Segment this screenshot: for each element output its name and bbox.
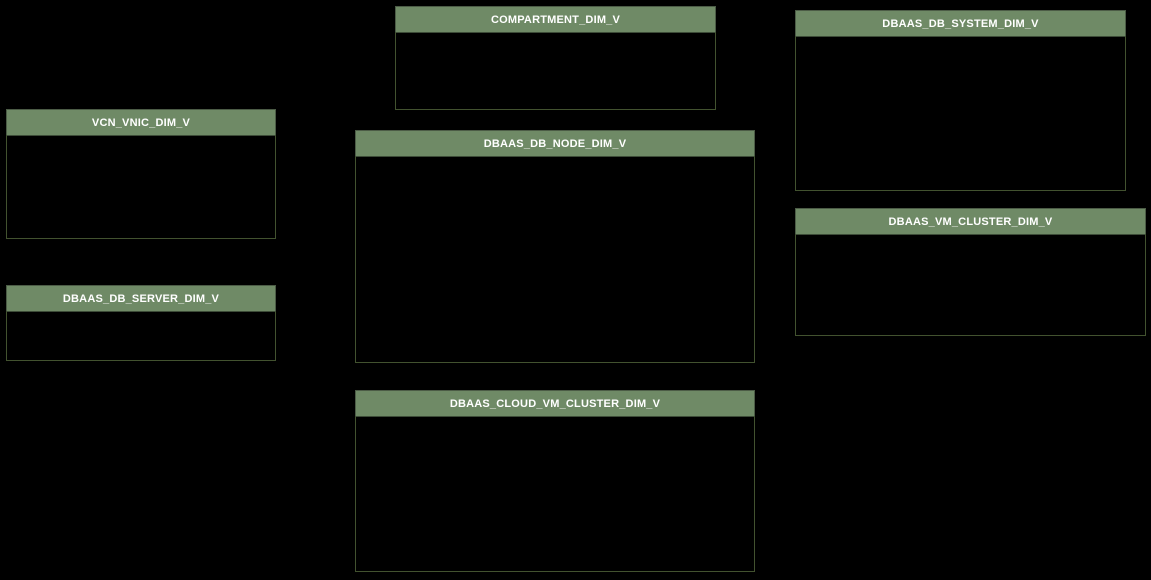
entity-columns-panel [795,234,1146,336]
entity-title[interactable]: DBAAS_VM_CLUSTER_DIM_V [795,208,1146,234]
entity-box[interactable]: DBAAS_DB_SYSTEM_DIM_V [795,10,1126,191]
entity-columns-panel [795,36,1126,191]
entity-title[interactable]: VCN_VNIC_DIM_V [6,109,276,135]
entity-columns-panel [6,311,276,361]
entity-title[interactable]: DBAAS_DB_NODE_DIM_V [355,130,755,156]
entity-box[interactable]: COMPARTMENT_DIM_V [395,6,716,110]
entity-box[interactable]: DBAAS_DB_SERVER_DIM_V [6,285,276,361]
entity-columns-panel [355,416,755,572]
entity-columns-panel [395,32,716,110]
entity-columns-panel [355,156,755,363]
entity-title[interactable]: DBAAS_DB_SYSTEM_DIM_V [795,10,1126,36]
entity-title[interactable]: COMPARTMENT_DIM_V [395,6,716,32]
entity-box[interactable]: VCN_VNIC_DIM_V [6,109,276,239]
entity-title[interactable]: DBAAS_DB_SERVER_DIM_V [6,285,276,311]
entity-box[interactable]: DBAAS_VM_CLUSTER_DIM_V [795,208,1146,336]
entity-title[interactable]: DBAAS_CLOUD_VM_CLUSTER_DIM_V [355,390,755,416]
entity-box[interactable]: DBAAS_DB_NODE_DIM_V [355,130,755,363]
entity-box[interactable]: DBAAS_CLOUD_VM_CLUSTER_DIM_V [355,390,755,572]
entity-columns-panel [6,135,276,239]
